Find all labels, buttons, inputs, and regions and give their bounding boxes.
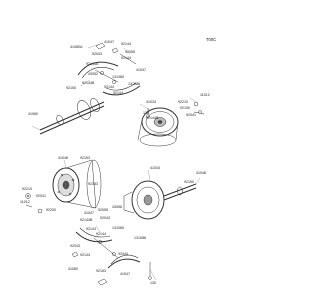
part-label: 130 bbox=[150, 281, 156, 285]
part-label: 92153 bbox=[96, 269, 106, 273]
part-label: 131085 bbox=[112, 75, 124, 79]
upper-brake-drum bbox=[137, 107, 179, 147]
part-label: 43052 bbox=[88, 72, 98, 76]
part-label: 92043 bbox=[100, 216, 110, 220]
part-label: 43056 bbox=[112, 205, 122, 209]
part-label: 92043 bbox=[92, 52, 102, 56]
part-label: 41034 bbox=[146, 100, 156, 104]
diagram-drawing bbox=[25, 42, 205, 286]
part-label: 41047 bbox=[104, 40, 114, 44]
part-label: 92144 bbox=[121, 42, 131, 46]
part-label: 92144A bbox=[86, 62, 99, 66]
part-label: 92044 bbox=[118, 252, 128, 256]
lower-brake-shoe-assembly bbox=[71, 227, 152, 286]
part-label: 92144B bbox=[146, 116, 159, 120]
part-label: 92144 bbox=[96, 232, 106, 236]
part-label: 92144 bbox=[121, 56, 131, 60]
part-label: 92041 bbox=[186, 113, 196, 117]
leader-lines bbox=[31, 43, 201, 281]
part-label: 92153 bbox=[88, 182, 98, 186]
part-label: 11012 bbox=[200, 93, 210, 97]
part-label: 92144 bbox=[80, 253, 90, 257]
part-label: 41080 bbox=[68, 267, 78, 271]
upper-brake-shoe-assembly bbox=[77, 42, 141, 96]
part-label: 131085 bbox=[112, 226, 124, 230]
part-label: 92144B bbox=[82, 81, 95, 85]
part-label: 92144 bbox=[86, 227, 96, 231]
part-label: 41047 bbox=[84, 211, 94, 215]
part-label: 92210 bbox=[22, 187, 32, 191]
part-label: 41048 bbox=[196, 171, 206, 175]
part-label: 41080A bbox=[70, 45, 83, 49]
part-label: 92150 bbox=[180, 106, 190, 110]
part-label: 92055 bbox=[98, 208, 108, 212]
part-label: 92041 bbox=[36, 194, 46, 198]
exploded-parts-diagram: T00C 41080A 41047 92144 92043 92055 9214… bbox=[20, 37, 217, 286]
lower-left-hub bbox=[52, 159, 102, 209]
part-label: 41047 bbox=[136, 68, 146, 72]
part-label: 92150 bbox=[184, 180, 194, 184]
part-label: 92055 bbox=[125, 50, 135, 54]
left-hardware bbox=[25, 193, 43, 214]
upper-hub-assembly bbox=[39, 98, 105, 135]
part-label: 41048 bbox=[58, 156, 68, 160]
part-label: 92153 bbox=[80, 156, 90, 160]
part-label: 92150 bbox=[66, 86, 76, 90]
part-label: 92200 bbox=[46, 208, 56, 212]
part-label: 41047 bbox=[120, 272, 130, 276]
figure-code: T00C bbox=[206, 37, 217, 42]
part-label: 92144B bbox=[80, 218, 93, 222]
part-label: 92210 bbox=[178, 100, 188, 104]
part-label: 41060 bbox=[28, 112, 38, 116]
part-label: 92043 bbox=[70, 244, 80, 248]
part-label: 130 bbox=[143, 111, 149, 115]
part-label: 11012 bbox=[20, 200, 30, 204]
part-label: 92144 bbox=[104, 85, 114, 89]
part-label: 92144 bbox=[113, 91, 123, 95]
part-label: 131086 bbox=[128, 82, 140, 86]
part-label: 131086 bbox=[134, 236, 146, 240]
lower-right-drum bbox=[123, 180, 197, 220]
part-label: 41034 bbox=[150, 166, 160, 170]
